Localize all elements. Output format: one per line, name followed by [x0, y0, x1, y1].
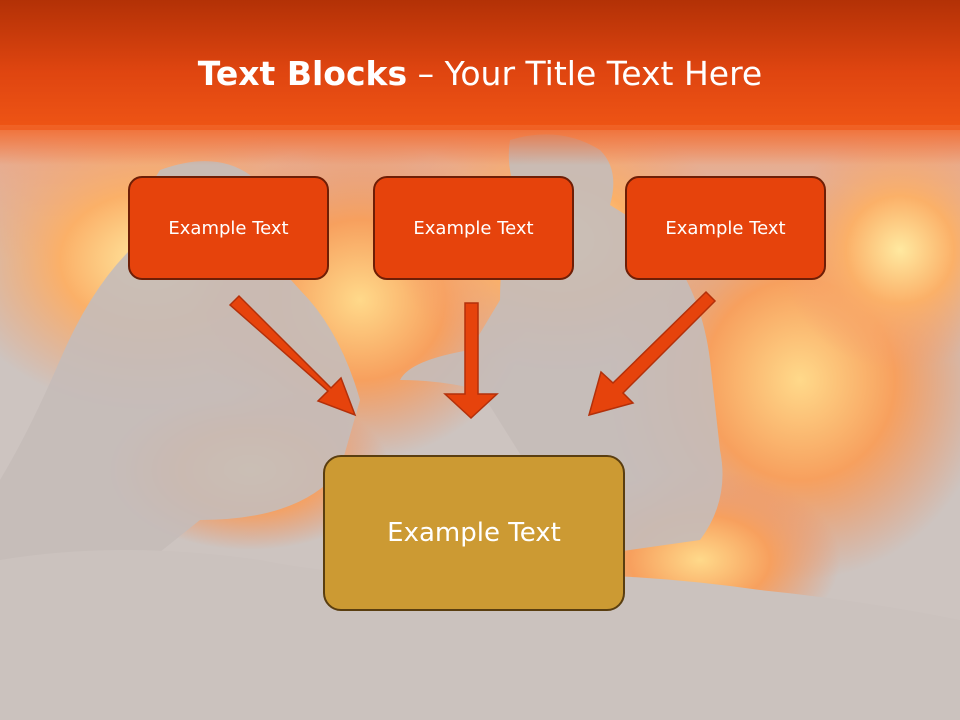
main-text-block-label: Example Text	[387, 518, 561, 548]
title-rest: – Your Title Text Here	[407, 54, 763, 93]
arrow-right	[587, 290, 717, 417]
slide-title: Text Blocks – Your Title Text Here	[0, 52, 960, 96]
arrow-left	[228, 294, 357, 417]
title-bar	[0, 0, 960, 130]
main-text-block[interactable]: Example Text	[323, 455, 625, 611]
text-block-2[interactable]: Example Text	[373, 176, 574, 280]
text-block-2-label: Example Text	[413, 217, 534, 239]
arrow-center	[443, 302, 499, 420]
text-block-3[interactable]: Example Text	[625, 176, 826, 280]
text-block-1[interactable]: Example Text	[128, 176, 329, 280]
title-bar-fade	[0, 125, 960, 165]
title-bold: Text Blocks	[197, 54, 408, 93]
text-block-3-label: Example Text	[665, 217, 786, 239]
text-block-1-label: Example Text	[168, 217, 289, 239]
